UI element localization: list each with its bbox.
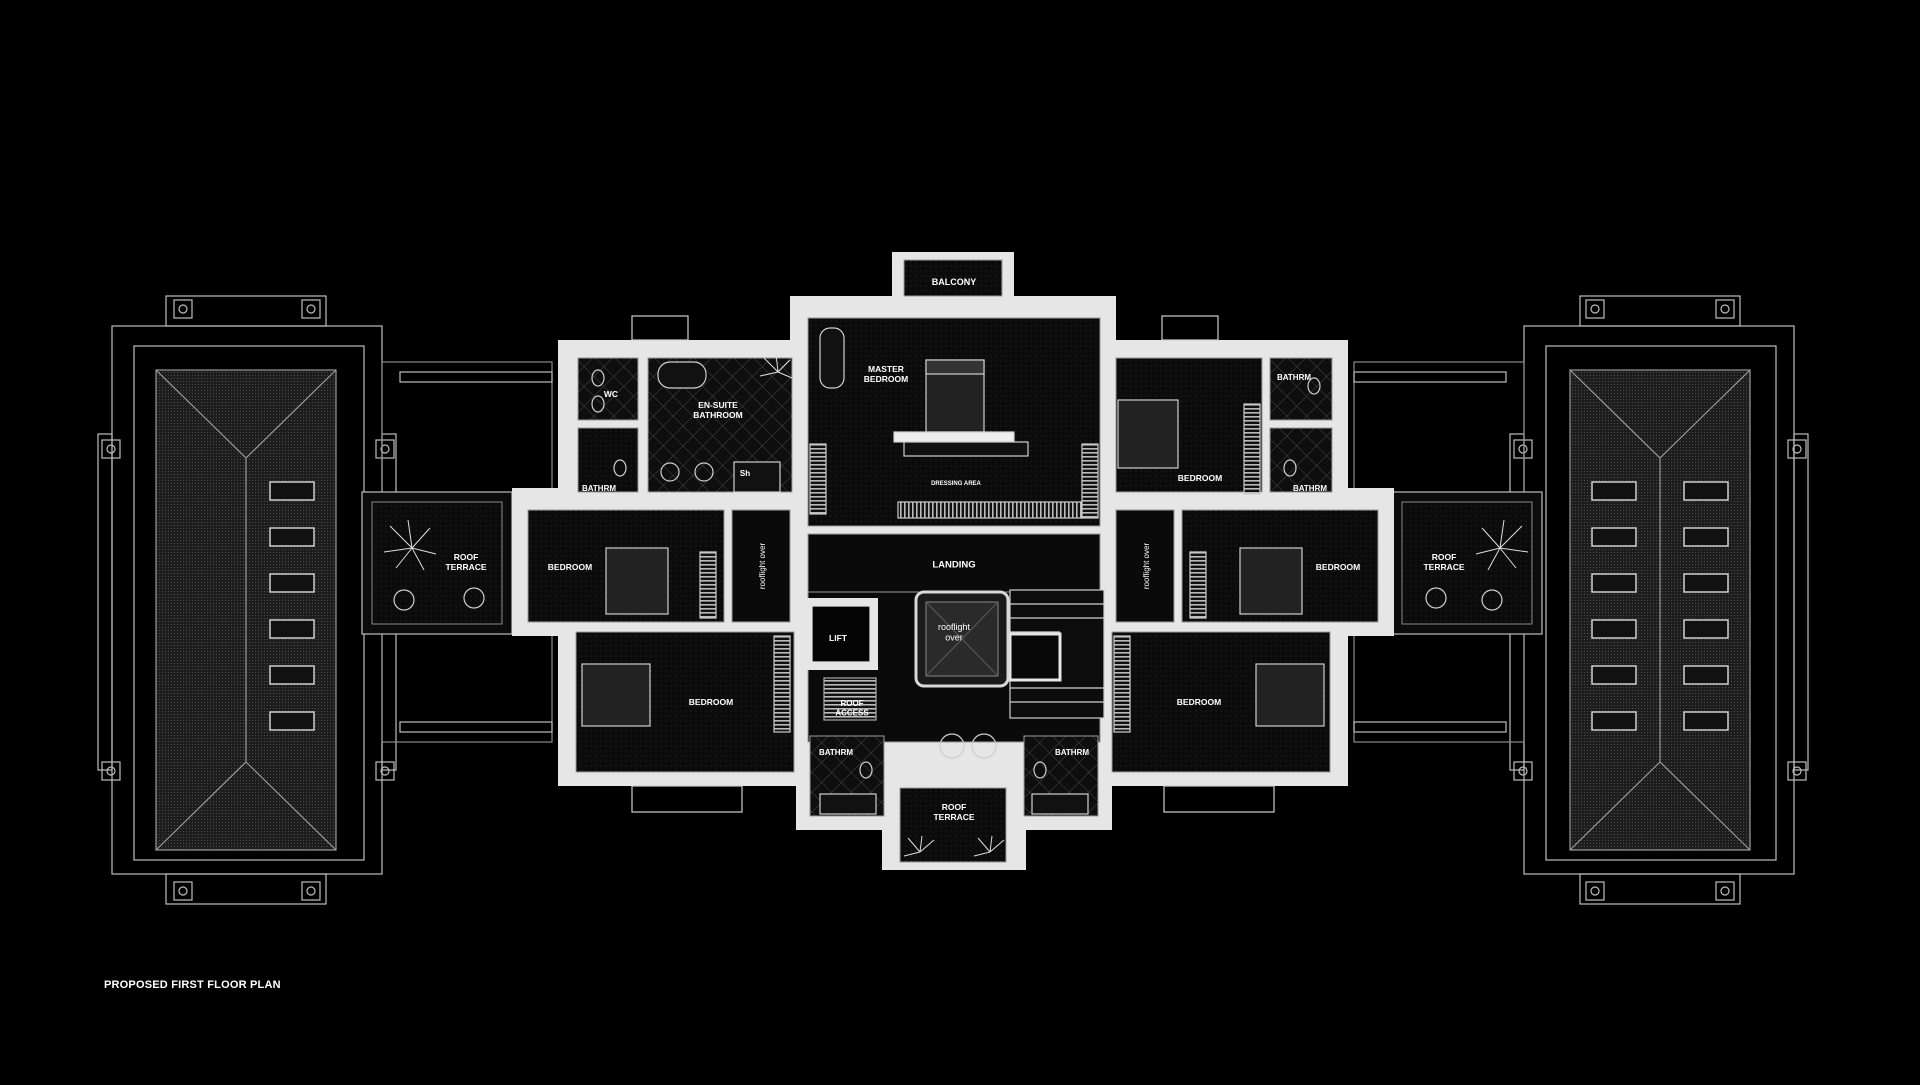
room-label-line: TERRACE (445, 562, 486, 572)
room-label-line: ROOF (1432, 552, 1457, 562)
room-label-line: BATHRM (1055, 748, 1089, 757)
side-terraces (361, 491, 1543, 635)
left-roof-pavilion (97, 295, 553, 905)
room-label-bedroom-left-bottom: BEDROOM (689, 697, 733, 707)
room-label-line: ROOF (840, 699, 863, 708)
room-label-line: BEDROOM (1178, 473, 1222, 483)
room-label-line: BATHRM (582, 484, 616, 493)
room-label-line: ROOF (942, 802, 967, 812)
fixtures (383, 315, 1529, 857)
room-label-line: BEDROOM (689, 697, 733, 707)
left-rooflights (269, 481, 315, 731)
room-label-lift: LIFT (829, 633, 848, 643)
room-label-line: WC (604, 389, 618, 399)
room-label-line: ROOF (454, 552, 479, 562)
room-label-dressing-area: DRESSING AREA (931, 481, 981, 487)
room-label-balcony: BALCONY (932, 277, 977, 287)
room-label-line: over (945, 633, 963, 643)
room-label-landing: LANDING (932, 559, 975, 570)
room-label-line: BEDROOM (548, 562, 592, 572)
room-label-line: TERRACE (933, 812, 974, 822)
room-label-line: BEDROOM (864, 374, 908, 384)
room-label-rooflight-over-right: rooflight over (1142, 543, 1151, 590)
room-label-wc: WC (604, 389, 618, 399)
room-label-bathrm-right-mid: BATHRM (1293, 484, 1327, 493)
right-rooflights (1591, 481, 1729, 731)
room-label-line: BATHRM (819, 748, 853, 757)
room-label-line: BEDROOM (1177, 697, 1221, 707)
room-label-bathrm-right-bottom: BATHRM (1055, 748, 1089, 757)
room-label-line: ACCESS (835, 709, 869, 718)
room-label-bathrm-right-top: BATHRM (1277, 373, 1311, 382)
room-label-line: LANDING (932, 559, 975, 570)
room-label-bedroom-right-top: BEDROOM (1178, 473, 1222, 483)
room-label-line: MASTER (868, 364, 904, 374)
room-label-bedroom-left-mid: BEDROOM (548, 562, 592, 572)
room-label-bathrm-left-bottom: BATHRM (819, 748, 853, 757)
room-label-line: LIFT (829, 633, 848, 643)
room-label-rooflight-over-left: rooflight over (758, 543, 767, 590)
room-label-line: BATHROOM (693, 410, 742, 420)
room-label-shower: Sh (740, 469, 750, 478)
room-label-line: BEDROOM (1316, 562, 1360, 572)
room-label-bathrm-left-top: BATHRM (582, 484, 616, 493)
room-label-bedroom-right-bottom: BEDROOM (1177, 697, 1221, 707)
room-label-line: EN-SUITE (698, 400, 738, 410)
room-label-bedroom-right-mid: BEDROOM (1316, 562, 1360, 572)
room-label-line: rooflight over (758, 543, 767, 590)
room-label-line: Sh (740, 469, 750, 478)
plan-title: PROPOSED FIRST FLOOR PLAN (104, 979, 281, 991)
room-label-line: DRESSING AREA (931, 481, 981, 487)
room-label-line: BALCONY (932, 277, 977, 287)
room-label-line: BATHRM (1277, 373, 1311, 382)
room-label-line: BATHRM (1293, 484, 1327, 493)
room-label-line: rooflight (938, 622, 971, 632)
room-label-line: rooflight over (1142, 543, 1151, 590)
room-label-line: TERRACE (1423, 562, 1464, 572)
